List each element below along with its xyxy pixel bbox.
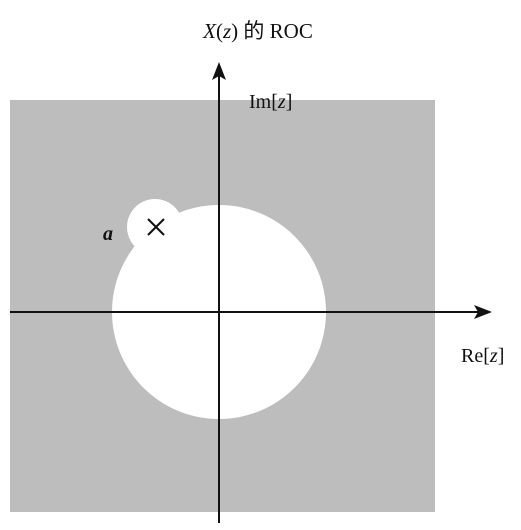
imag-axis-label: Im[z]	[249, 91, 292, 113]
real-axis-label: Re[z]	[461, 345, 504, 367]
imag-axis-arrowhead	[212, 62, 226, 80]
figure-title: X(z) 的 ROC	[202, 19, 313, 43]
real-axis-arrowhead	[474, 305, 492, 319]
cross-icon	[147, 218, 165, 236]
pole-label: a	[103, 223, 113, 245]
